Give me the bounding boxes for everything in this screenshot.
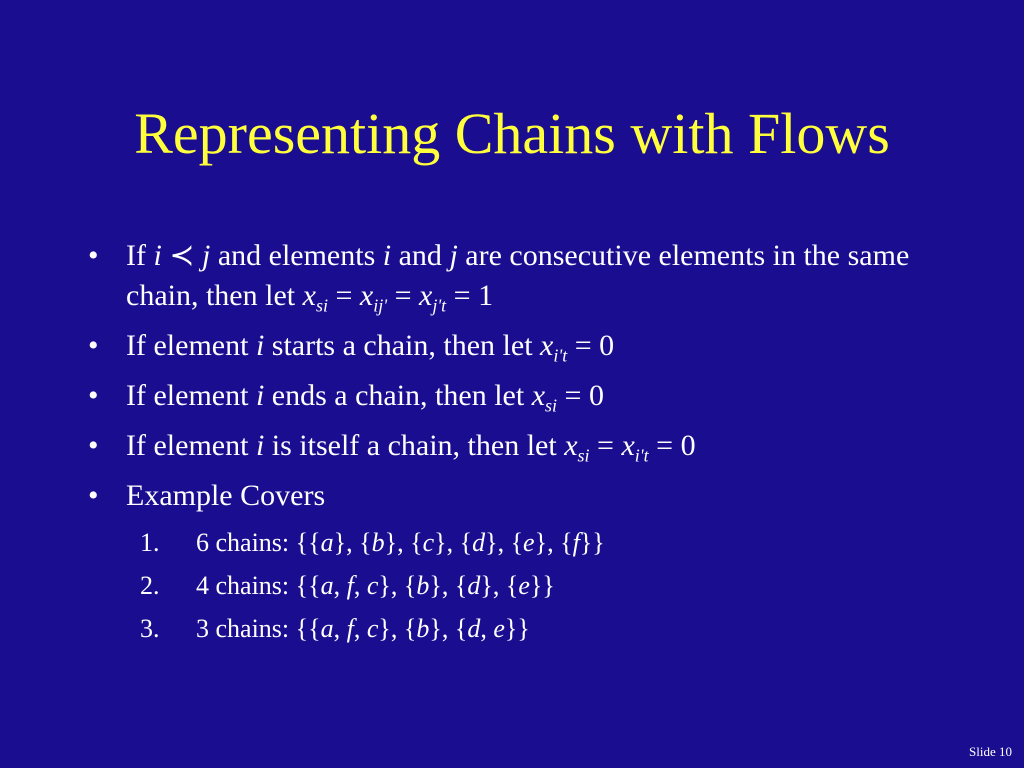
set-element: e	[523, 528, 535, 557]
slide-title: Representing Chains with Flows	[134, 101, 890, 166]
set-element: a	[320, 614, 334, 643]
example-item-2: 2. 4 chains: {{a, f, c}, {b}, {d}, {e}}	[86, 569, 966, 603]
var-x: x	[540, 329, 554, 362]
var-i: i	[255, 429, 265, 462]
text: and	[391, 239, 450, 272]
var-j: j	[201, 239, 211, 272]
set-element: a	[320, 528, 334, 557]
subscript: ij'	[373, 295, 388, 316]
text: If element	[126, 379, 256, 412]
var-x: x	[359, 279, 374, 312]
item-label: 4 chains:	[196, 571, 296, 600]
set-element: b	[371, 528, 385, 557]
equals: =	[589, 429, 622, 462]
item-number: 3.	[140, 614, 160, 643]
text: If	[126, 239, 154, 272]
item-set: {{a, f, c}, {b}, {d}, {e}}	[295, 571, 555, 600]
text: is itself a chain, then let	[264, 429, 565, 462]
text: ends a chain, then let	[264, 379, 532, 412]
subscript: i't	[634, 445, 649, 466]
var-x: x	[621, 429, 635, 462]
example-item-3: 3. 3 chains: {{a, f, c}, {b}, {d, e}}	[86, 612, 966, 646]
set-element: a	[320, 571, 334, 600]
subscript: si	[577, 445, 590, 466]
item-set: {{a}, {b}, {c}, {d}, {e}, {f}}	[295, 528, 605, 557]
item-number: 2.	[140, 571, 160, 600]
bullet-marker: •	[88, 379, 99, 412]
item-label: 3 chains:	[196, 614, 296, 643]
set-element: d	[467, 614, 481, 643]
text: and elements	[210, 239, 383, 272]
item-number: 1.	[140, 528, 160, 557]
bullet-marker: •	[88, 329, 99, 362]
set-element: c	[422, 528, 435, 557]
set-element: e	[493, 614, 505, 643]
var-x: x	[564, 429, 578, 462]
equals: =	[327, 279, 360, 312]
bullet-marker: •	[88, 239, 99, 272]
bullet-consecutive-elements: • If i ≺ j and elements i and j are cons…	[86, 236, 966, 316]
text: If element	[126, 329, 256, 362]
set-element: c	[366, 614, 379, 643]
subscript: si	[545, 395, 558, 416]
bullet-starts-chain: • If element i starts a chain, then let …	[86, 326, 966, 366]
bullet-itself-chain: • If element i is itself a chain, then l…	[86, 426, 966, 466]
subscript: i't	[553, 345, 568, 366]
var-i: i	[153, 239, 162, 272]
var-i: i	[255, 379, 265, 412]
equals-value: = 0	[557, 379, 604, 412]
set-element: b	[416, 614, 430, 643]
set-element: b	[416, 571, 430, 600]
set-element: d	[472, 528, 486, 557]
set-element: f	[572, 528, 580, 557]
text: If element	[126, 429, 256, 462]
bullet-marker: •	[88, 479, 99, 512]
set-element: e	[518, 571, 530, 600]
var-x: x	[418, 279, 433, 312]
bullet-list: • If i ≺ j and elements i and j are cons…	[86, 236, 966, 655]
set-element: f	[346, 571, 354, 600]
text: are consecutive elements in the same cha…	[126, 239, 910, 312]
subscript: j't	[432, 295, 447, 316]
slide-number: Slide 10	[969, 744, 1012, 759]
bullet-ends-chain: • If element i ends a chain, then let xs…	[86, 376, 966, 416]
set-element: c	[366, 571, 379, 600]
text: starts a chain, then let	[264, 329, 541, 362]
equals-value: = 0	[648, 429, 696, 462]
precedes-symbol: ≺	[161, 239, 202, 272]
var-j: j	[449, 239, 458, 272]
var-i: i	[382, 239, 392, 272]
item-set: {{a, f, c}, {b}, {d, e}}	[295, 614, 530, 643]
equals: =	[387, 279, 419, 312]
bullet-example-covers: • Example Covers	[86, 476, 966, 516]
equals-value: = 1	[446, 279, 494, 312]
subscript: si	[315, 295, 328, 316]
bullet-marker: •	[88, 429, 99, 462]
equals-value: = 0	[567, 329, 615, 362]
var-i: i	[255, 329, 265, 362]
set-element: d	[467, 571, 481, 600]
var-x: x	[531, 379, 546, 412]
var-x: x	[302, 279, 316, 312]
text: Example Covers	[126, 479, 326, 512]
item-label: 6 chains:	[196, 528, 296, 557]
example-item-1: 1. 6 chains: {{a}, {b}, {c}, {d}, {e}, {…	[86, 526, 966, 560]
set-element: f	[346, 614, 354, 643]
